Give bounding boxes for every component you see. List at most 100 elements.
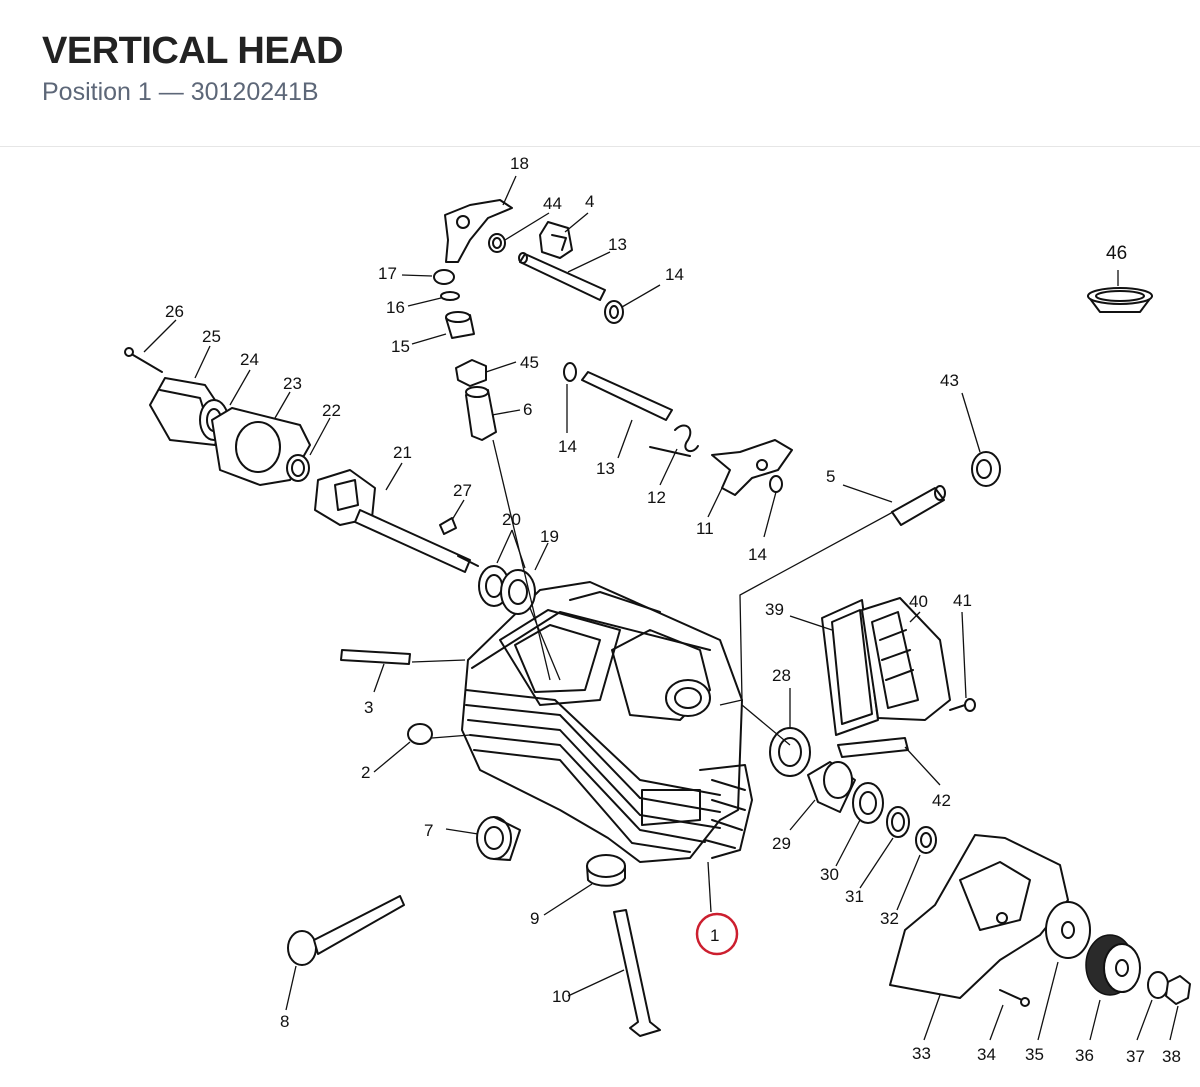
callout-24[interactable]: 24 <box>240 350 259 369</box>
callout-6[interactable]: 6 <box>523 400 532 419</box>
callout-39[interactable]: 39 <box>765 600 784 619</box>
bearing-28[interactable] <box>769 727 811 777</box>
camshaft-21[interactable] <box>314 469 471 573</box>
key-27[interactable] <box>439 517 457 535</box>
callout-12[interactable]: 12 <box>647 488 666 507</box>
callout-46[interactable]: 46 <box>1106 243 1127 264</box>
callout-10[interactable]: 10 <box>552 987 571 1006</box>
callout-21[interactable]: 21 <box>393 443 412 462</box>
bearing-30[interactable] <box>852 782 884 824</box>
callout-45[interactable]: 45 <box>520 353 539 372</box>
callout-26[interactable]: 26 <box>165 302 184 321</box>
washer-37[interactable] <box>1147 971 1169 999</box>
seal-ring-46[interactable] <box>1087 287 1153 313</box>
seal-31[interactable] <box>886 806 910 838</box>
callout-40[interactable]: 40 <box>909 592 928 611</box>
callout-23[interactable]: 23 <box>283 374 302 393</box>
callout-15[interactable]: 15 <box>391 337 410 356</box>
callout-25[interactable]: 25 <box>202 327 221 346</box>
cylinder-head-drawing[interactable] <box>461 581 753 863</box>
screw-41[interactable] <box>949 698 976 712</box>
washer-14-mid[interactable] <box>563 362 577 382</box>
callout-35[interactable]: 35 <box>1025 1045 1044 1064</box>
spring-12[interactable] <box>649 424 699 457</box>
tappet-6[interactable] <box>465 386 497 441</box>
callout-36[interactable]: 36 <box>1075 1046 1094 1065</box>
spacer-29[interactable] <box>807 761 856 813</box>
washer-14-right[interactable] <box>769 475 783 493</box>
callout-29[interactable]: 29 <box>772 834 791 853</box>
callout-19[interactable]: 19 <box>540 527 559 546</box>
gasket-23[interactable] <box>211 407 311 486</box>
separator: — <box>158 78 184 106</box>
page-subtitle: Position 1 — 30120241B <box>42 78 319 107</box>
callout-34[interactable]: 34 <box>977 1045 996 1064</box>
callout-5[interactable]: 5 <box>826 467 835 486</box>
pulley-36[interactable] <box>1085 934 1141 996</box>
valve-8[interactable] <box>287 895 405 966</box>
callout-42[interactable]: 42 <box>932 791 951 810</box>
valve-cap-17[interactable] <box>433 269 455 285</box>
rocker-shaft-13-mid[interactable] <box>581 371 673 421</box>
bearing-19[interactable] <box>500 569 536 615</box>
cap-43[interactable] <box>971 451 1001 487</box>
callout-11[interactable]: 11 <box>696 519 714 538</box>
rocker-shaft-13-top[interactable] <box>518 252 606 301</box>
valve-seat-9[interactable] <box>586 854 626 887</box>
gasket-39[interactable] <box>821 599 879 736</box>
timing-cover-33[interactable] <box>889 834 1069 999</box>
split-collet-16[interactable] <box>440 291 460 301</box>
nut-38[interactable] <box>1165 975 1191 1005</box>
o-ring-22[interactable] <box>286 454 310 482</box>
callout-13-top[interactable]: 13 <box>608 235 627 254</box>
callout-18[interactable]: 18 <box>510 154 529 173</box>
callout-32[interactable]: 32 <box>880 909 899 928</box>
valve-10[interactable] <box>613 909 661 1037</box>
callout-8[interactable]: 8 <box>280 1012 289 1031</box>
callout-4[interactable]: 4 <box>585 192 594 211</box>
dowel-5[interactable] <box>891 485 946 526</box>
header: VERTICAL HEAD Position 1 — 30120241B <box>0 0 1200 147</box>
callout-43[interactable]: 43 <box>940 371 959 390</box>
spring-retainer-15[interactable] <box>445 311 475 339</box>
callout-20[interactable]: 20 <box>502 510 521 529</box>
callout-16[interactable]: 16 <box>386 298 405 317</box>
callout-31[interactable]: 31 <box>845 887 864 906</box>
callout-22[interactable]: 22 <box>322 401 341 420</box>
callout-13-mid[interactable]: 13 <box>596 459 615 478</box>
callout-38[interactable]: 38 <box>1162 1047 1181 1066</box>
callout-30[interactable]: 30 <box>820 865 839 884</box>
callout-33[interactable]: 33 <box>912 1044 931 1063</box>
rocker-arm-11[interactable] <box>711 439 793 496</box>
callout-3[interactable]: 3 <box>364 698 373 717</box>
callout-44[interactable]: 44 <box>543 194 562 213</box>
callout-7[interactable]: 7 <box>424 821 433 840</box>
stud-3[interactable] <box>340 649 411 665</box>
callout-14-mid[interactable]: 14 <box>558 437 577 456</box>
callout-17[interactable]: 17 <box>378 264 397 283</box>
callout-37[interactable]: 37 <box>1126 1047 1145 1066</box>
washer-14-top[interactable] <box>604 300 624 324</box>
cover-40[interactable] <box>861 597 951 721</box>
screw-26[interactable] <box>124 347 163 373</box>
plug-2[interactable] <box>407 723 433 745</box>
washer-32[interactable] <box>915 826 937 854</box>
callout-14-top[interactable]: 14 <box>665 265 684 284</box>
washer-35[interactable] <box>1045 901 1091 959</box>
callout-2[interactable]: 2 <box>361 763 370 782</box>
callout-14-right[interactable]: 14 <box>748 545 767 564</box>
callout-41[interactable]: 41 <box>953 591 972 610</box>
valve-guide-7[interactable] <box>476 816 521 861</box>
callout-1[interactable]: 1 <box>710 926 719 945</box>
bolt-34[interactable] <box>999 989 1030 1007</box>
stud-42[interactable] <box>837 737 909 758</box>
callout-28[interactable]: 28 <box>772 666 791 685</box>
rocker-arm-top[interactable] <box>444 199 513 263</box>
adjuster-nut-45[interactable] <box>455 359 487 387</box>
callout-9[interactable]: 9 <box>530 909 539 928</box>
rocker-washer-44[interactable] <box>488 233 506 253</box>
position-label: Position 1 <box>42 78 152 106</box>
callout-27[interactable]: 27 <box>453 481 472 500</box>
part-number: 30120241B <box>190 78 319 106</box>
rocker-support-4[interactable] <box>539 221 573 259</box>
